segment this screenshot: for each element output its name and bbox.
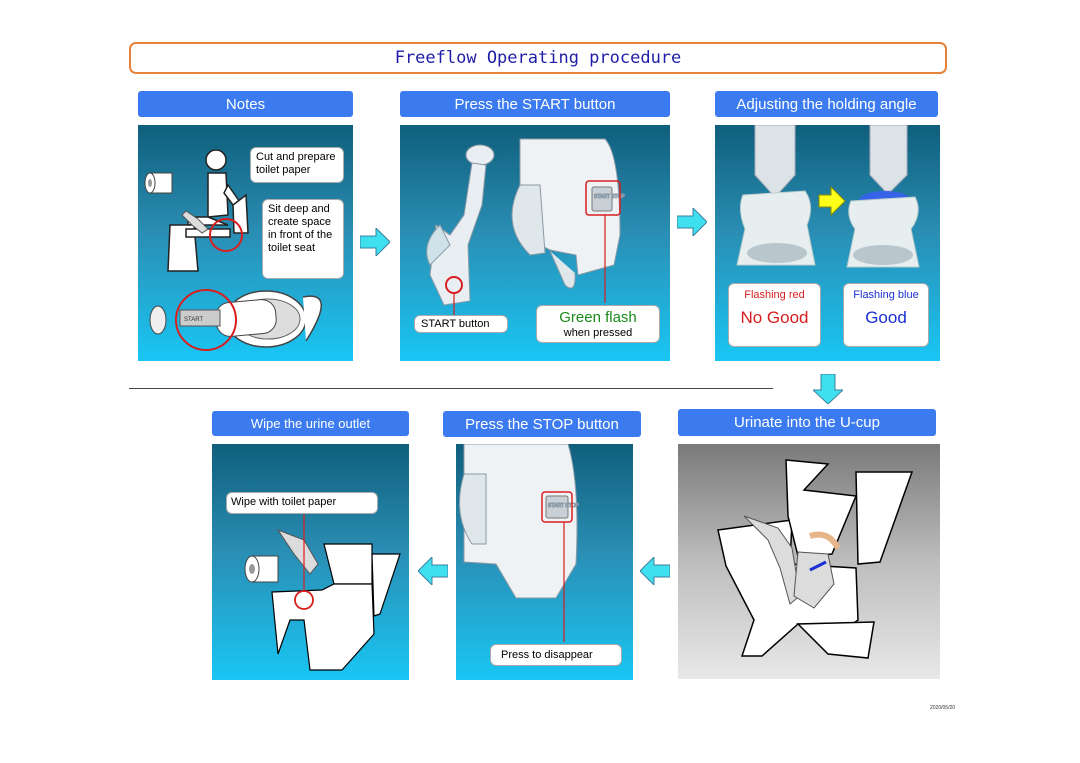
device-red-icon	[736, 125, 816, 266]
arrow-right-yellow-icon	[818, 185, 846, 217]
page-title: Freeflow Operating procedure	[129, 42, 947, 74]
device-label-start: START STOP	[594, 194, 625, 200]
notes-callout-paper: Cut and prepare toilet paper	[250, 147, 344, 183]
wipe-callout: Wipe with toilet paper	[226, 492, 378, 514]
angle-header: Adjusting the holding angle	[715, 91, 938, 117]
urinate-illustration	[717, 459, 914, 659]
urinate-panel	[678, 444, 940, 679]
notes-panel: START Cut and prepare toilet paper Sit d…	[138, 125, 353, 361]
red-verdict: No Good	[740, 308, 809, 327]
start-illustration: START STOP	[426, 138, 626, 321]
wipe-header: Wipe the urine outlet	[212, 411, 409, 436]
toilet-paper-icon	[144, 172, 173, 194]
device-label-stop: START STOP	[548, 503, 579, 509]
toilet-paper-icon	[244, 555, 279, 583]
device-blue-icon	[846, 125, 920, 268]
stop-header: Press the STOP button	[443, 411, 641, 437]
arrow-down-icon	[813, 374, 843, 404]
stop-panel: START STOP Press to disappear	[456, 444, 633, 680]
footer-code: 2020/05/20	[930, 705, 956, 711]
stop-callout: Press to disappear	[490, 644, 622, 666]
toilet-topview-icon: START	[149, 289, 322, 351]
row-divider	[129, 388, 773, 389]
arrow-blue-icon	[809, 560, 827, 572]
arrow-right-icon	[677, 208, 707, 236]
green-flash-callout: Green flash when pressed	[536, 305, 660, 343]
arrow-left-icon	[418, 557, 448, 585]
body-shape	[809, 531, 841, 550]
angle-panel: Flashing red No Good Flashing blue Good	[715, 125, 940, 361]
notes-illustration: START	[144, 149, 322, 351]
device-label-notes: START	[184, 317, 203, 323]
arrow-left-icon	[640, 557, 670, 585]
green-flash-title: Green flash	[559, 309, 637, 326]
good-card: Flashing blue Good	[843, 283, 929, 347]
notes-header: Notes	[138, 91, 353, 117]
start-button-label: START button	[414, 315, 508, 333]
wipe-panel: Wipe with toilet paper	[212, 444, 409, 680]
red-caption: Flashing red	[744, 289, 805, 301]
red-circle-highlight-icon	[209, 218, 243, 252]
stop-illustration: START STOP	[459, 444, 580, 642]
no-good-card: Flashing red No Good	[728, 283, 821, 347]
urinal-device-icon	[276, 528, 319, 575]
urinate-header: Urinate into the U-cup	[678, 409, 936, 436]
device-body-icon: START STOP	[459, 444, 580, 599]
start-header: Press the START button	[400, 91, 670, 117]
angle-illustration	[736, 125, 920, 268]
blue-verdict: Good	[865, 308, 907, 327]
notes-callout-sit: Sit deep and create space in front of th…	[262, 199, 344, 279]
urinal-device-icon	[426, 144, 495, 306]
wipe-illustration	[244, 514, 401, 671]
arrow-right-icon	[360, 228, 390, 256]
start-panel: START STOP START button Green flash when…	[400, 125, 670, 361]
green-flash-sub: when pressed	[563, 327, 633, 339]
blue-caption: Flashing blue	[853, 289, 919, 301]
device-body-icon: START STOP	[511, 138, 626, 289]
toilet-icon	[271, 543, 401, 671]
urinal-device-icon	[743, 515, 835, 609]
